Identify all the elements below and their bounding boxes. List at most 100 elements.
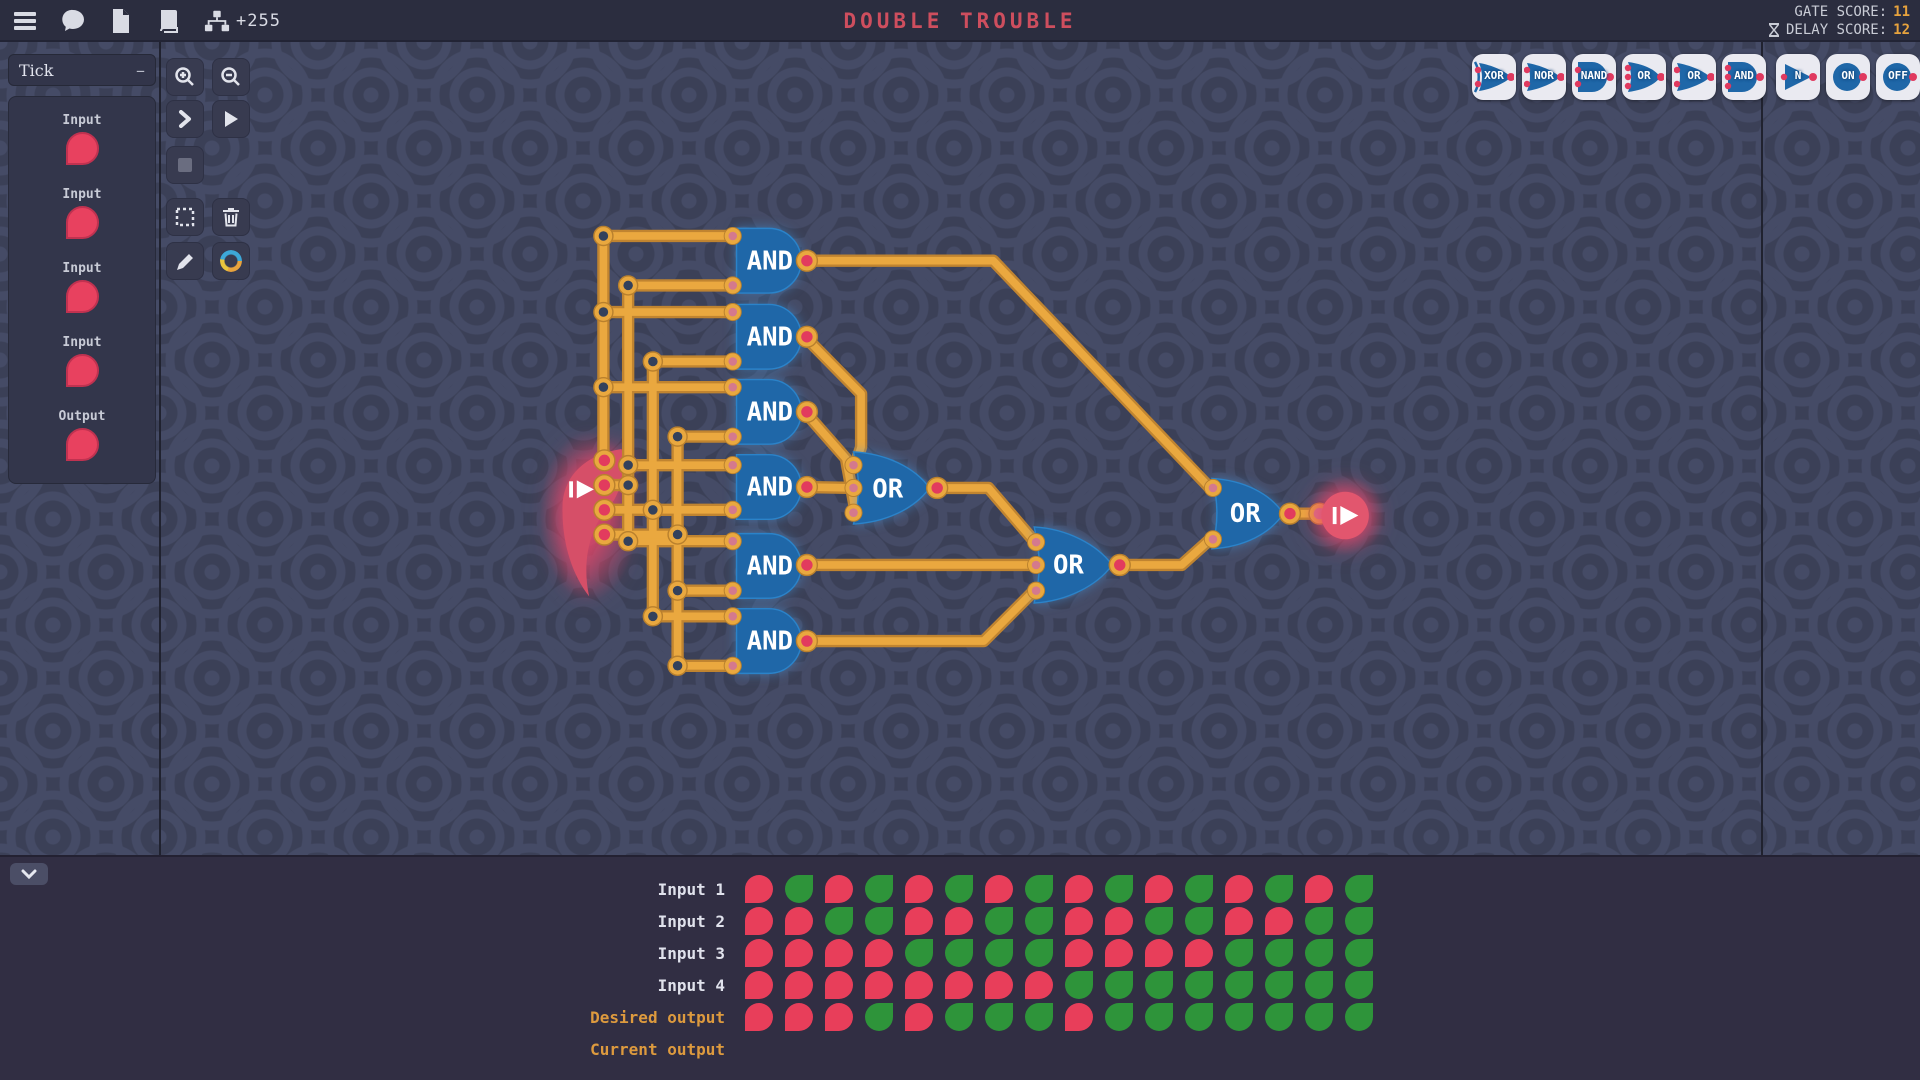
hierarchy-icon[interactable]: [204, 8, 230, 34]
signal-off-blob: [1265, 907, 1293, 935]
signal-off-blob: [1225, 907, 1253, 935]
circuit-canvas[interactable]: Tick – Input Input Input Input Output: [0, 42, 1920, 855]
gate-label: N: [1794, 69, 1802, 82]
signal-off-blob: [1225, 875, 1253, 903]
signal-on-blob: [1185, 971, 1213, 999]
list-item-output[interactable]: Output: [9, 409, 155, 483]
signal-on-blob: [985, 939, 1013, 967]
signal-off-blob: [905, 1003, 933, 1031]
step-button[interactable]: [166, 100, 204, 138]
gate-label: NOR: [1534, 69, 1554, 82]
palette-gate-on[interactable]: ON: [1826, 54, 1870, 100]
input-pins[interactable]: [593, 449, 616, 546]
edit-button[interactable]: [166, 242, 204, 280]
item-label: Input: [62, 113, 102, 128]
signal-off-blob: [65, 354, 99, 387]
signal-off-blob: [825, 939, 853, 967]
signal-off-blob: [745, 939, 773, 967]
signal-on-blob: [1145, 971, 1173, 999]
signal-off-blob: [865, 939, 893, 967]
palette-gate-xor[interactable]: XOR: [1472, 54, 1516, 100]
signal-off-blob: [985, 971, 1013, 999]
signal-on-blob: [1345, 971, 1373, 999]
file-icon[interactable]: [108, 8, 134, 34]
minimize-icon[interactable]: –: [136, 59, 145, 81]
and-gate-3[interactable]: AND: [735, 378, 802, 445]
palette-gate-or[interactable]: OR: [1672, 54, 1716, 100]
and-gate-2[interactable]: AND: [735, 303, 802, 370]
tick-panel: Tick – Input Input Input Input Output: [8, 54, 156, 484]
or-gate-2[interactable]: OR: [1033, 526, 1114, 604]
list-item-input-1[interactable]: Input: [9, 113, 155, 187]
book-icon[interactable]: [156, 8, 182, 34]
signal-on-blob: [1225, 971, 1253, 999]
row-values: [745, 939, 1385, 967]
item-label: Input: [62, 187, 102, 202]
svg-text:AND: AND: [747, 397, 793, 427]
signal-on-blob: [1305, 971, 1333, 999]
stop-button[interactable]: [166, 146, 204, 184]
zoom-in-button[interactable]: [166, 58, 204, 96]
signal-on-blob: [985, 1003, 1013, 1031]
signal-on-blob: [1025, 875, 1053, 903]
signal-on-blob: [1305, 907, 1333, 935]
palette-gate-nand[interactable]: NAND: [1572, 54, 1616, 100]
signal-off-blob: [905, 971, 933, 999]
gate-label: OR: [1637, 69, 1651, 82]
or-gate-1[interactable]: OR: [852, 451, 931, 525]
signal-on-blob: [1105, 875, 1133, 903]
signal-on-blob: [1225, 1003, 1253, 1031]
output-marker-play-icon: [1332, 506, 1359, 526]
or-gate-3[interactable]: OR: [1211, 477, 1285, 550]
palette-gate-off[interactable]: OFF: [1876, 54, 1920, 100]
palette-gate-and[interactable]: AND: [1722, 54, 1766, 100]
svg-text:OR: OR: [1053, 551, 1084, 581]
signal-off-blob: [65, 280, 99, 313]
and-gate-5[interactable]: AND: [735, 532, 802, 599]
palette-gate-nor[interactable]: NOR: [1522, 54, 1566, 100]
signal-on-blob: [1105, 971, 1133, 999]
signal-on-blob: [865, 1003, 893, 1031]
gate-score-label: GATE SCORE:: [1794, 4, 1888, 20]
signal-on-blob: [1225, 939, 1253, 967]
signal-on-blob: [1305, 1003, 1333, 1031]
list-item-input-4[interactable]: Input: [9, 335, 155, 409]
and-gate-1[interactable]: AND: [735, 227, 802, 294]
zoom-out-button[interactable]: [212, 58, 250, 96]
list-item-input-2[interactable]: Input: [9, 187, 155, 261]
collapse-panel-button[interactable]: [10, 863, 48, 885]
select-button[interactable]: [166, 198, 204, 236]
palette-gate-or3[interactable]: OR: [1622, 54, 1666, 100]
play-button[interactable]: [212, 100, 250, 138]
tick-panel-header[interactable]: Tick –: [8, 54, 156, 86]
palette-gate-not[interactable]: N: [1776, 54, 1820, 100]
signal-off-blob: [745, 971, 773, 999]
signal-on-blob: [1105, 1003, 1133, 1031]
signal-off-blob: [1305, 875, 1333, 903]
color-wheel-button[interactable]: [212, 242, 250, 280]
signal-on-blob: [1265, 1003, 1293, 1031]
trash-button[interactable]: [212, 198, 250, 236]
svg-text:AND: AND: [747, 322, 793, 352]
color-wheel-icon: [220, 250, 242, 272]
signal-off-blob: [745, 875, 773, 903]
hamburger-menu-icon[interactable]: [12, 8, 38, 34]
gate-label: OFF: [1888, 69, 1908, 82]
signal-off-blob: [905, 907, 933, 935]
row-label: Input 1: [657, 879, 725, 899]
tick-output-marker[interactable]: [1305, 475, 1386, 556]
gate-label: NAND: [1580, 69, 1608, 82]
gate-label: OR: [1687, 69, 1701, 82]
circuit-drawing[interactable]: AND AND AND AND AND AND: [0, 42, 1920, 855]
signal-on-blob: [865, 875, 893, 903]
and-gate-6[interactable]: AND: [735, 608, 802, 675]
delay-score-label: DELAY SCORE:: [1785, 22, 1888, 38]
item-label: Input: [62, 335, 102, 350]
and-gate-4[interactable]: AND: [735, 453, 802, 521]
signal-on-blob: [1345, 939, 1373, 967]
signal-off-blob: [945, 907, 973, 935]
row-values: [745, 1003, 1385, 1031]
chat-icon[interactable]: [60, 8, 86, 34]
list-item-input-3[interactable]: Input: [9, 261, 155, 335]
wires[interactable]: [597, 229, 1329, 672]
